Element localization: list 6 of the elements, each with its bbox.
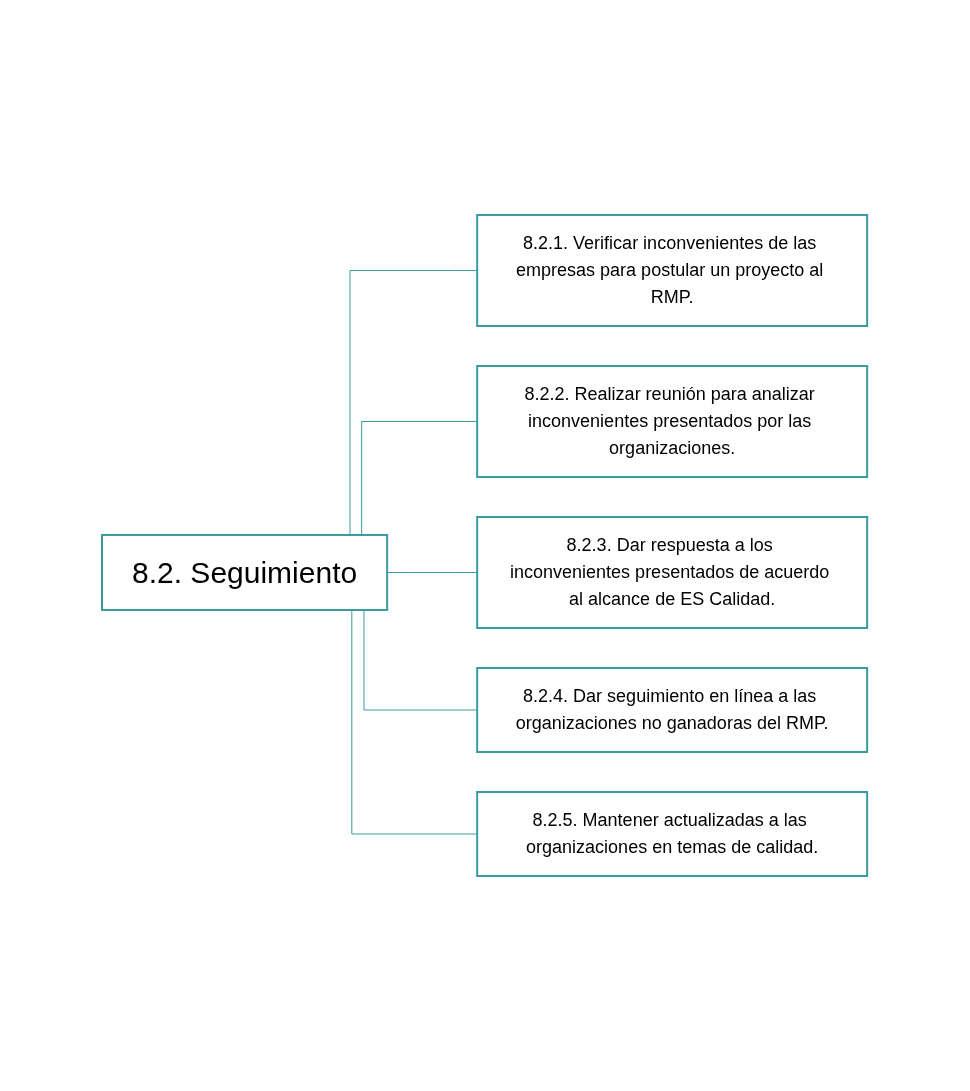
node-box: 8.2.1. Verificar inconvenientes de las empresas para postular un proyecto al RMP.	[476, 214, 869, 327]
node-box: 8.2. Seguimiento	[101, 534, 389, 611]
node-box: 8.2.2. Realizar reunión para analizar inconvenientes presentados por las organizaciones.	[476, 365, 869, 478]
node-box: 8.2.3. Dar respuesta a los inconvenientes presentados de acuerdo al alcance de ES Calidad.	[476, 516, 869, 629]
node-box: 8.2.4. Dar seguimiento en línea a las organizaciones no ganadoras del RMP.	[476, 667, 869, 753]
node-box: 8.2.5. Mantener actualizadas a las organizaciones en temas de calidad.	[476, 791, 869, 877]
